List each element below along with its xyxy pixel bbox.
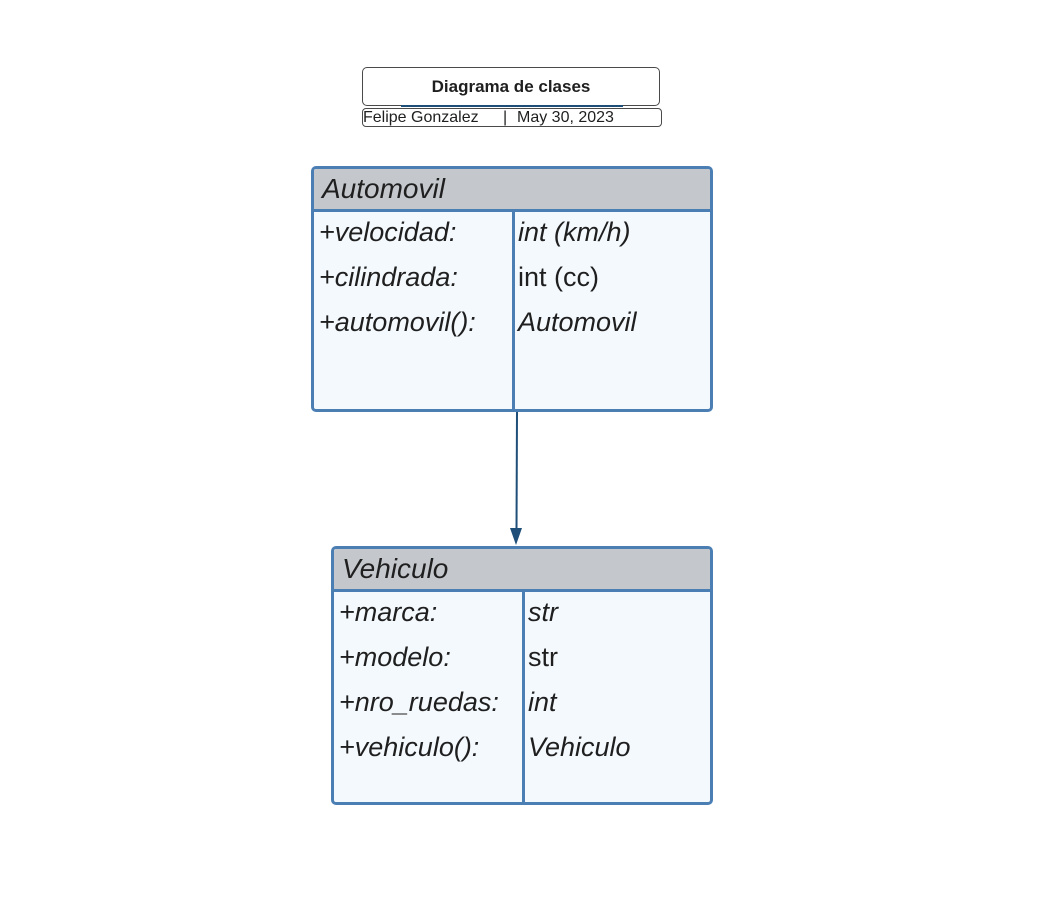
diagram-title-box: Diagrama de clases bbox=[362, 67, 660, 107]
class-automovil[interactable]: Automovil +velocidad: int (km/h) +cilind… bbox=[311, 166, 713, 412]
method-automovil-type[interactable]: Automovil bbox=[518, 307, 637, 337]
class-automovil-divider bbox=[512, 212, 515, 409]
attr-nro-ruedas-name[interactable]: +nro_ruedas: bbox=[339, 687, 499, 717]
attr-modelo-name[interactable]: +modelo: bbox=[339, 642, 451, 672]
diagram-author: Felipe Gonzalez bbox=[363, 109, 479, 126]
class-automovil-header[interactable]: Automovil bbox=[314, 169, 710, 212]
attr-nro-ruedas-type[interactable]: int bbox=[528, 687, 557, 717]
attr-velocidad-name[interactable]: +velocidad: bbox=[319, 217, 457, 247]
method-vehiculo-type[interactable]: Vehiculo bbox=[528, 732, 631, 762]
attr-marca-name[interactable]: +marca: bbox=[339, 597, 438, 627]
meta-separator: | bbox=[503, 109, 508, 126]
class-vehiculo-divider bbox=[522, 592, 525, 802]
connector-arrowhead[interactable] bbox=[510, 528, 522, 545]
diagram-meta-box: Felipe Gonzalez | May 30, 2023 bbox=[362, 108, 662, 127]
class-vehiculo-name: Vehiculo bbox=[342, 553, 449, 584]
connector-line[interactable] bbox=[515, 411, 518, 531]
diagram-date: May 30, 2023 bbox=[517, 109, 614, 126]
class-automovil-name: Automovil bbox=[322, 173, 445, 204]
attr-marca-type[interactable]: str bbox=[528, 597, 558, 627]
attr-velocidad-type[interactable]: int (km/h) bbox=[518, 217, 631, 247]
title-underline bbox=[401, 105, 623, 107]
class-vehiculo[interactable]: Vehiculo +marca: str +modelo: str +nro_r… bbox=[331, 546, 713, 805]
diagram-title: Diagrama de clases bbox=[431, 77, 591, 96]
attr-cilindrada-type[interactable]: int (cc) bbox=[518, 262, 599, 292]
method-automovil-name[interactable]: +automovil(): bbox=[319, 307, 476, 337]
method-vehiculo-name[interactable]: +vehiculo(): bbox=[339, 732, 480, 762]
attr-cilindrada-name[interactable]: +cilindrada: bbox=[319, 262, 458, 292]
attr-modelo-type[interactable]: str bbox=[528, 642, 558, 672]
class-vehiculo-header[interactable]: Vehiculo bbox=[334, 549, 710, 592]
